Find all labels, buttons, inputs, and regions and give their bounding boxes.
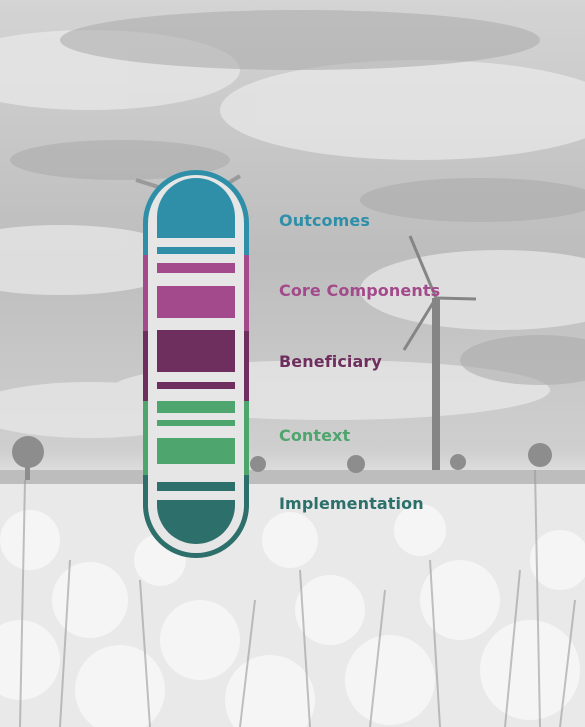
field-flowers [0, 504, 585, 727]
band-core-wide [157, 286, 235, 318]
label-implementation: Implementation [279, 494, 424, 513]
band-context-wide [157, 438, 235, 464]
dark-clouds [10, 10, 585, 385]
pill-diagram [143, 170, 249, 558]
label-context: Context [279, 426, 351, 445]
trees [12, 436, 552, 480]
band-outcomes-thin [157, 247, 235, 254]
field-stems [19, 469, 576, 727]
label-beneficiary: Beneficiary [279, 352, 382, 371]
pill-inner-bands [157, 178, 235, 544]
band-outcomes-cap [157, 178, 235, 238]
band-implementation-cap [157, 500, 235, 544]
label-core-components: Core Components [279, 281, 441, 300]
wind-turbine-right [402, 235, 477, 470]
horizon [0, 470, 585, 484]
band-beneficiary-thin [157, 382, 235, 389]
band-context-thin-2 [157, 420, 235, 426]
label-outcomes: Outcomes [279, 211, 370, 230]
band-core-thin [157, 263, 235, 273]
band-context-thin-1 [157, 401, 235, 413]
band-implementation-thin [157, 482, 235, 491]
band-beneficiary-wide [157, 330, 235, 372]
